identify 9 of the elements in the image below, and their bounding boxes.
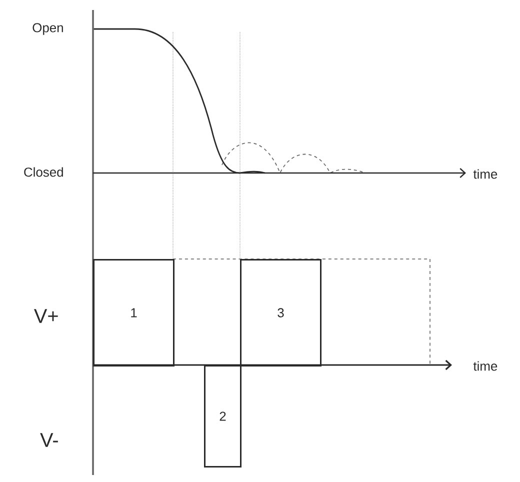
axis-label: time [473, 361, 498, 371]
voltage-label: V- [40, 433, 58, 447]
pulse-box: 3 [240, 259, 322, 366]
voltage-label: V+ [34, 309, 58, 323]
axis-label: time [473, 169, 498, 179]
pulse-box: 1 [93, 259, 174, 366]
pulse-box: 2 [204, 365, 242, 468]
level-label: Closed [24, 167, 63, 177]
level-label: Open [32, 23, 63, 35]
